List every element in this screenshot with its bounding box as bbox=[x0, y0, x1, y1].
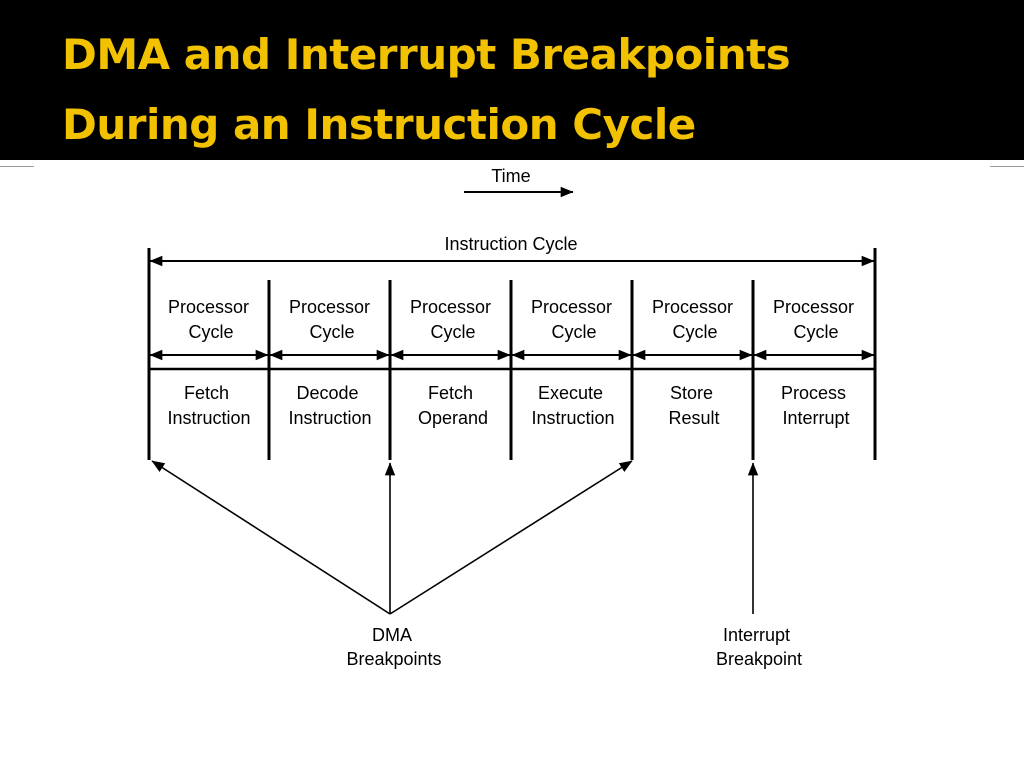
slide-title-line-2: During an Instruction Cycle bbox=[62, 100, 696, 149]
stage-column: Processor Cycle Execute Instruction bbox=[511, 297, 632, 428]
processor-cycle-label: Processor Cycle bbox=[168, 297, 254, 342]
processor-cycle-label: Processor Cycle bbox=[531, 297, 617, 342]
slide-header: DMA and Interrupt Breakpoints During an … bbox=[0, 0, 1024, 160]
decorative-rule-right bbox=[990, 166, 1024, 167]
stage-column: Processor Cycle Fetch Operand bbox=[390, 297, 511, 428]
dma-breakpoint-arrows bbox=[151, 460, 633, 615]
dma-arrow bbox=[389, 460, 633, 615]
processor-cycle-label: Processor Cycle bbox=[652, 297, 738, 342]
dma-arrow bbox=[151, 460, 391, 615]
slide-title-line-1: DMA and Interrupt Breakpoints bbox=[62, 30, 791, 79]
stage-label: Process Interrupt bbox=[781, 383, 851, 428]
stage-column: Processor Cycle Fetch Instruction bbox=[149, 297, 269, 428]
decorative-rule-left bbox=[0, 166, 34, 167]
processor-cycle-label: Processor Cycle bbox=[289, 297, 375, 342]
stage-label: Store Result bbox=[668, 383, 719, 428]
dma-breakpoints-label: DMA Breakpoints bbox=[346, 625, 441, 669]
processor-cycle-label: Processor Cycle bbox=[773, 297, 859, 342]
stage-column: Processor Cycle Store Result bbox=[632, 297, 753, 428]
stage-label: Decode Instruction bbox=[288, 383, 371, 428]
stage-label: Execute Instruction bbox=[531, 383, 614, 428]
stage-column: Processor Cycle Decode Instruction bbox=[269, 297, 390, 428]
stage-column: Processor Cycle Process Interrupt bbox=[753, 297, 875, 428]
stage-label: Fetch Instruction bbox=[167, 383, 250, 428]
interrupt-breakpoint-label: Interrupt Breakpoint bbox=[716, 625, 802, 669]
instruction-cycle-label: Instruction Cycle bbox=[444, 234, 577, 254]
time-label: Time bbox=[491, 166, 530, 186]
processor-cycle-label: Processor Cycle bbox=[410, 297, 496, 342]
stage-label: Fetch Operand bbox=[418, 383, 488, 428]
